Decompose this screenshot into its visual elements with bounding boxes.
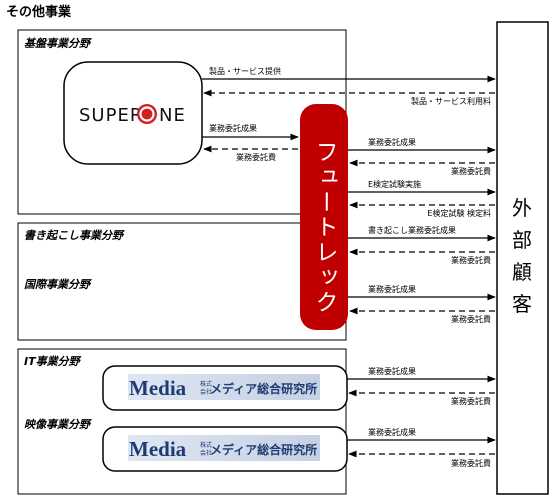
media-logo-eizo-small-top: 株式 bbox=[200, 441, 212, 449]
external-customer-char-1: 外 bbox=[512, 196, 532, 220]
media-logo-it-small-top: 株式 bbox=[200, 380, 212, 388]
segment-label-kokusai: 国際事業分野 bbox=[24, 278, 92, 291]
flow-label-it-hi: 業務委託費 bbox=[451, 396, 491, 406]
segment-label-kiban: 基盤事業分野 bbox=[24, 37, 92, 50]
futorekku-label: フュートレック bbox=[311, 140, 337, 315]
segment-label-kakiokoshi: 書き起こし事業分野 bbox=[24, 229, 125, 242]
flow-label-superone-hi: 業務委託費 bbox=[236, 152, 276, 162]
external-customer-label: 外 部 顧 客 bbox=[512, 196, 532, 316]
flow-label-kokusai-seika: 業務委託成果 bbox=[368, 284, 416, 294]
media-logo-it: Media 株式 会社 メディア総合研究所 bbox=[128, 374, 320, 400]
superone-suffix: NE bbox=[159, 105, 186, 126]
superone-box bbox=[63, 61, 203, 165]
media-logo-eizo-name: メディア総合研究所 bbox=[210, 442, 317, 457]
futorekku-pillar bbox=[300, 104, 348, 330]
flow-label-kakiokoshi-hi: 業務委託費 bbox=[451, 255, 491, 265]
external-customer-char-2: 部 bbox=[512, 228, 532, 252]
flow-label-futorekku-seika-1: 業務委託成果 bbox=[368, 137, 416, 147]
segment-label-it: IT事業分野 bbox=[24, 355, 82, 368]
external-customer-box bbox=[496, 21, 549, 495]
diagram-title: その他事業 bbox=[6, 4, 72, 20]
flow-label-kokusai-hi: 業務委託費 bbox=[451, 314, 491, 324]
flow-label-futorekku-hi-1: 業務委託費 bbox=[451, 166, 491, 176]
flow-label-e-ryo: E検定試験 検定料 bbox=[427, 208, 491, 218]
external-customer-char-3: 顧 bbox=[512, 260, 532, 284]
media-logo-eizo-small-bottom: 会社 bbox=[200, 449, 212, 457]
flow-label-it-seika: 業務委託成果 bbox=[368, 366, 416, 376]
media-logo-it-word: Media bbox=[129, 376, 187, 400]
superone-logo: SUPER NE bbox=[79, 104, 186, 126]
superone-ring-inner-icon bbox=[139, 106, 155, 122]
flow-label-seihin-riyoryo: 製品・サービス利用料 bbox=[411, 96, 491, 106]
media-logo-it-bg bbox=[128, 374, 320, 400]
external-customer-char-4: 客 bbox=[512, 292, 532, 316]
flow-label-eizo-seika: 業務委託成果 bbox=[368, 427, 416, 437]
media-logo-it-name: メディア総合研究所 bbox=[210, 381, 317, 396]
segment-label-eizo: 映像事業分野 bbox=[24, 418, 92, 431]
it-eizo-segment-box bbox=[17, 348, 347, 495]
flow-label-eizo-hi: 業務委託費 bbox=[451, 458, 491, 468]
flow-label-superone-seika: 業務委託成果 bbox=[209, 123, 257, 133]
media-logo-eizo: Media 株式 会社 メディア総合研究所 bbox=[128, 435, 320, 461]
flow-label-e-jisshi: E検定試験実施 bbox=[368, 179, 421, 189]
media-logo-eizo-bg bbox=[128, 435, 320, 461]
flow-label-seihin-teikyo: 製品・サービス提供 bbox=[209, 66, 281, 76]
media-logo-it-small-bottom: 会社 bbox=[200, 388, 212, 396]
flow-label-kakiokoshi-seika: 書き起こし業務委託成果 bbox=[368, 225, 456, 235]
superone-prefix: SUPER bbox=[79, 105, 143, 126]
media-logo-eizo-word: Media bbox=[129, 437, 187, 461]
